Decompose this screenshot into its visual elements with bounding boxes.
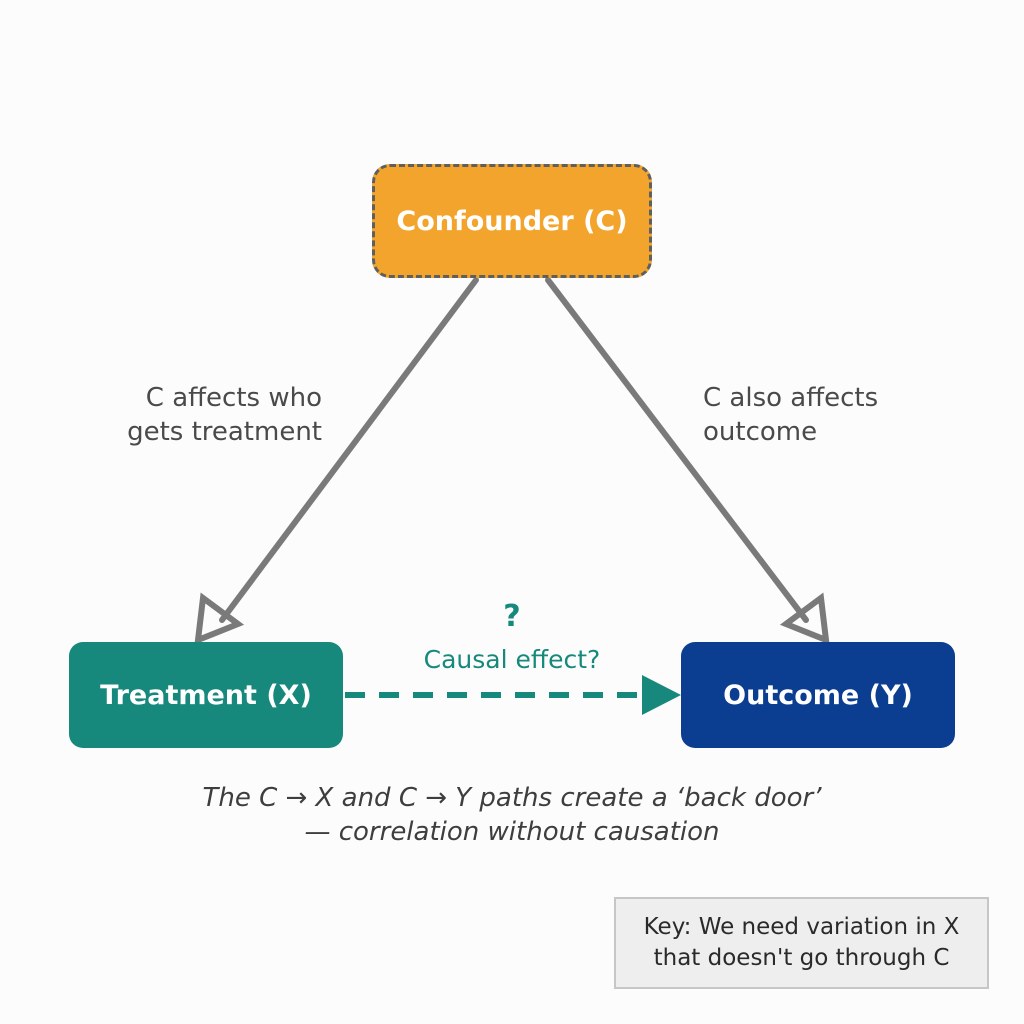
confounder-label: Confounder (C) (396, 205, 628, 237)
edge-label-c-to-y-line2: outcome (703, 417, 818, 447)
edge-x-to-y-arrowhead (642, 675, 681, 715)
edge-c-to-y-arrowhead (779, 592, 830, 645)
key-line1: Key: We need variation in X (643, 914, 960, 940)
edge-label-c-to-x-line2: gets treatment (127, 417, 322, 447)
treatment-node: Treatment (X) (69, 642, 343, 748)
diagram-caption: The C → X and C → Y paths create a ‘back… (112, 781, 912, 849)
edge-label-c-to-y: C also affects outcome (703, 381, 993, 449)
edge-c-to-x-arrowhead (194, 592, 245, 645)
key-line2: that doesn't go through C (653, 945, 950, 971)
outcome-label: Outcome (Y) (723, 679, 913, 711)
caption-line1: The C → X and C → Y paths create a ‘back… (202, 783, 822, 813)
caption-line2: — correlation without causation (304, 817, 720, 847)
edge-label-c-to-x: C affects who gets treatment (60, 381, 322, 449)
edge-label-c-to-y-line1: C also affects (703, 383, 879, 413)
edge-label-c-to-x-line1: C affects who (145, 383, 322, 413)
key-box: Key: We need variation in X that doesn't… (614, 897, 989, 989)
edge-c-to-y-line (545, 277, 809, 623)
causal-effect-label: Causal effect? (423, 645, 601, 674)
outcome-node: Outcome (Y) (681, 642, 955, 748)
causal-question-mark: ? (503, 599, 521, 634)
treatment-label: Treatment (X) (100, 679, 312, 711)
edge-c-to-x-line (219, 277, 479, 623)
confounder-node: Confounder (C) (372, 164, 652, 278)
